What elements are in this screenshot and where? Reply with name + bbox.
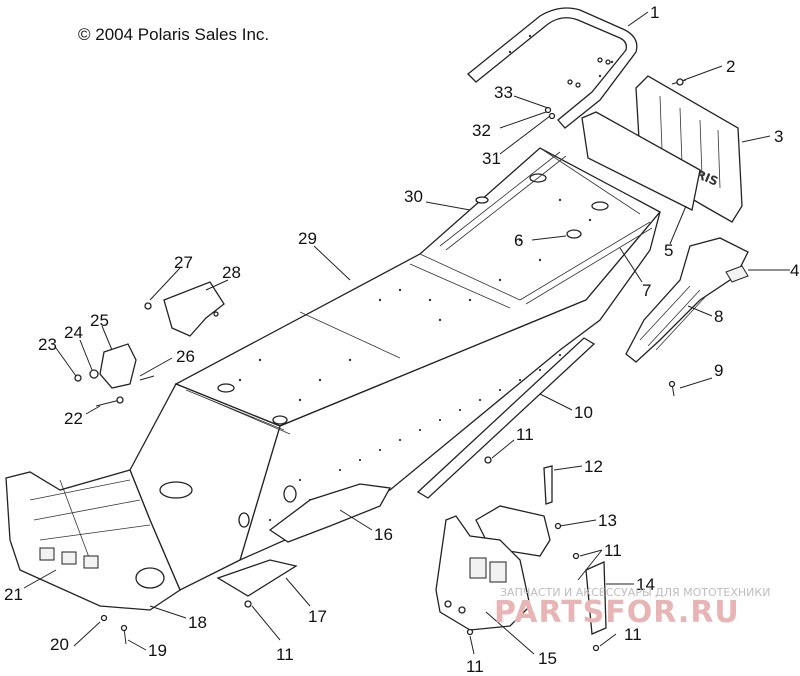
watermark-brand: PARTSFOR.RU [494,595,740,630]
callout-21: 21 [4,585,23,604]
callout-3: 3 [774,127,783,146]
callout-20: 20 [50,635,69,654]
part-12 [543,465,553,505]
callout-8: 8 [714,307,723,326]
copyright-text: © 2004 Polaris Sales Inc. [78,25,269,44]
part-deck-plate-30 [439,151,567,251]
callout-14: 14 [636,575,655,594]
callout-7: 7 [642,281,651,300]
callout-12: 12 [584,457,603,476]
part-bracket-28 [144,281,225,337]
callout-9: 9 [714,361,723,380]
part-bracket-25 [74,343,155,407]
callout-labels: 1 2 3 4 5 6 7 8 9 10 11 12 13 14 15 16 1… [4,3,799,676]
part-bracket-15 [435,515,531,631]
watermark: ЗАПЧАСТИ И АКСЕССУАРЫ ДЛЯ МОТОТЕХНИКИ PA… [494,586,770,630]
callout-11-c: 11 [624,625,642,644]
callout-22: 22 [64,409,83,428]
callout-10: 10 [574,403,593,422]
callout-26: 26 [176,347,195,366]
callout-32: 32 [472,121,491,140]
callout-27: 27 [174,253,193,272]
callout-4: 4 [790,261,799,280]
callout-30: 30 [404,187,423,206]
part-screw-2 [671,78,687,86]
callout-28: 28 [222,263,241,282]
watermark-tagline: ЗАПЧАСТИ И АКСЕССУАРЫ ДЛЯ МОТОТЕХНИКИ [500,586,770,599]
callout-19: 19 [148,641,167,660]
callout-6: 6 [514,231,523,250]
callout-16: 16 [374,525,393,544]
part-7-rail [519,221,653,305]
part-hardware-31-33 [544,57,611,120]
part-bar-10 [416,337,596,499]
part-rail-16 [268,483,392,543]
callout-31: 31 [482,149,501,168]
leader-lines [23,11,790,655]
part-front-bulkhead [5,469,193,611]
callout-24: 24 [64,323,83,342]
callout-18: 18 [188,613,207,632]
part-bolt-9 [668,380,676,397]
callout-15: 15 [538,649,557,668]
callout-5: 5 [664,241,673,260]
part-tunnel-chassis [129,147,662,591]
callout-23: 23 [38,335,57,354]
part-rear-bumper [467,7,638,129]
callout-29: 29 [298,229,317,248]
callout-17: 17 [308,607,327,626]
callout-11-b: 11 [604,541,622,560]
part-screws-11 [100,456,600,652]
part-skid-17 [216,559,298,597]
part-plate-14 [585,561,607,635]
callout-1: 1 [650,3,659,22]
callout-11-a: 11 [516,425,534,444]
part-flap-plate [581,111,701,211]
callout-11-e: 11 [276,645,294,664]
part-6 [566,229,582,239]
part-running-board [625,237,749,363]
callout-13: 13 [598,511,617,530]
callout-11-d: 11 [466,657,484,676]
callout-33: 33 [494,83,513,102]
callout-2: 2 [726,57,735,76]
callout-25: 25 [90,311,109,330]
